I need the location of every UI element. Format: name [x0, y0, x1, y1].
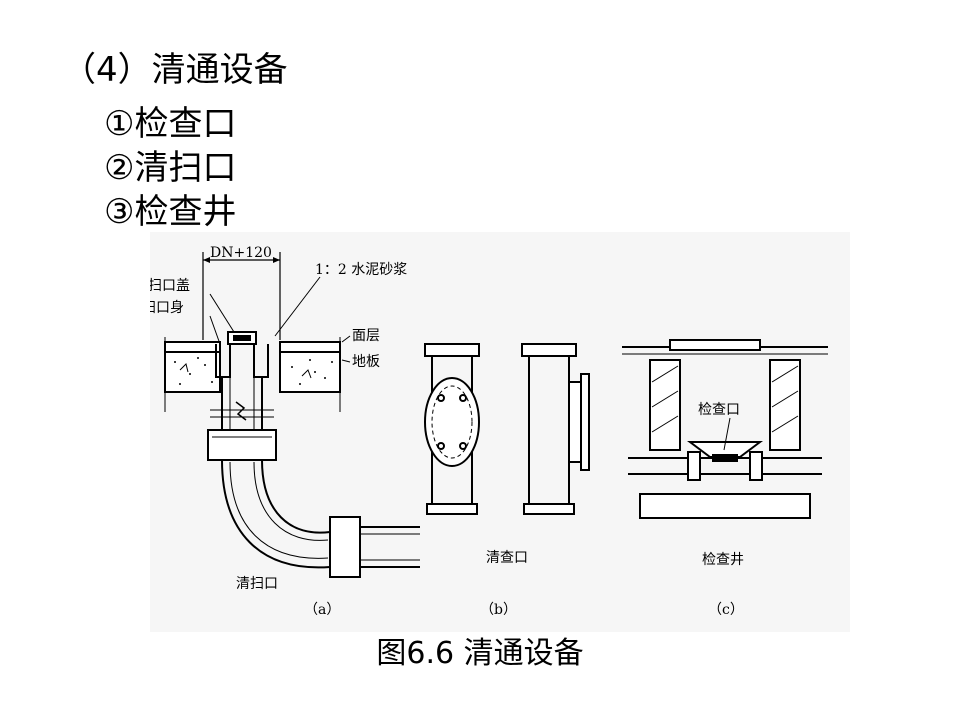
label-inspection-well: 检查井 [702, 552, 744, 568]
label-sub-a: （a） [304, 602, 340, 618]
label-iron-body: 铸铁清扫口身 [150, 300, 184, 316]
figure-drawing: DN+120 1：2 水泥砂浆 铜清扫口盖 铸铁清扫口身 面层 地板 清扫口 清… [150, 245, 828, 618]
label-mortar: 1：2 水泥砂浆 [315, 262, 407, 278]
label-sub-c: （c） [708, 602, 744, 618]
label-copper-cap: 铜清扫口盖 [150, 278, 190, 294]
slide-heading: （4）清通设备 [62, 50, 288, 90]
label-cleanout: 清扫口 [236, 576, 278, 592]
label-surface-layer: 面层 [352, 328, 380, 344]
label-inspection-opening: 清查口 [486, 550, 528, 566]
list-item-cleanout: ②清扫口 [104, 148, 237, 188]
label-dimension: DN+120 [210, 245, 272, 261]
figure-cleanout-devices: DN+120 1：2 水泥砂浆 铜清扫口盖 铸铁清扫口身 面层 地板 清扫口 清… [150, 232, 850, 632]
diagram-a [164, 252, 420, 578]
diagram-b [424, 343, 590, 515]
label-inspection-port: 检查口 [698, 402, 740, 418]
label-floor: 地板 [352, 354, 380, 370]
diagram-c [622, 339, 828, 519]
list-item-inspection-port: ①检查口 [104, 104, 237, 144]
list-item-inspection-well: ③检查井 [104, 192, 237, 232]
figure-caption: 图6.6 清通设备 [376, 636, 584, 671]
label-sub-b: （b） [480, 602, 517, 618]
item-list: ①检查口 ②清扫口 ③检查井 [104, 102, 236, 234]
